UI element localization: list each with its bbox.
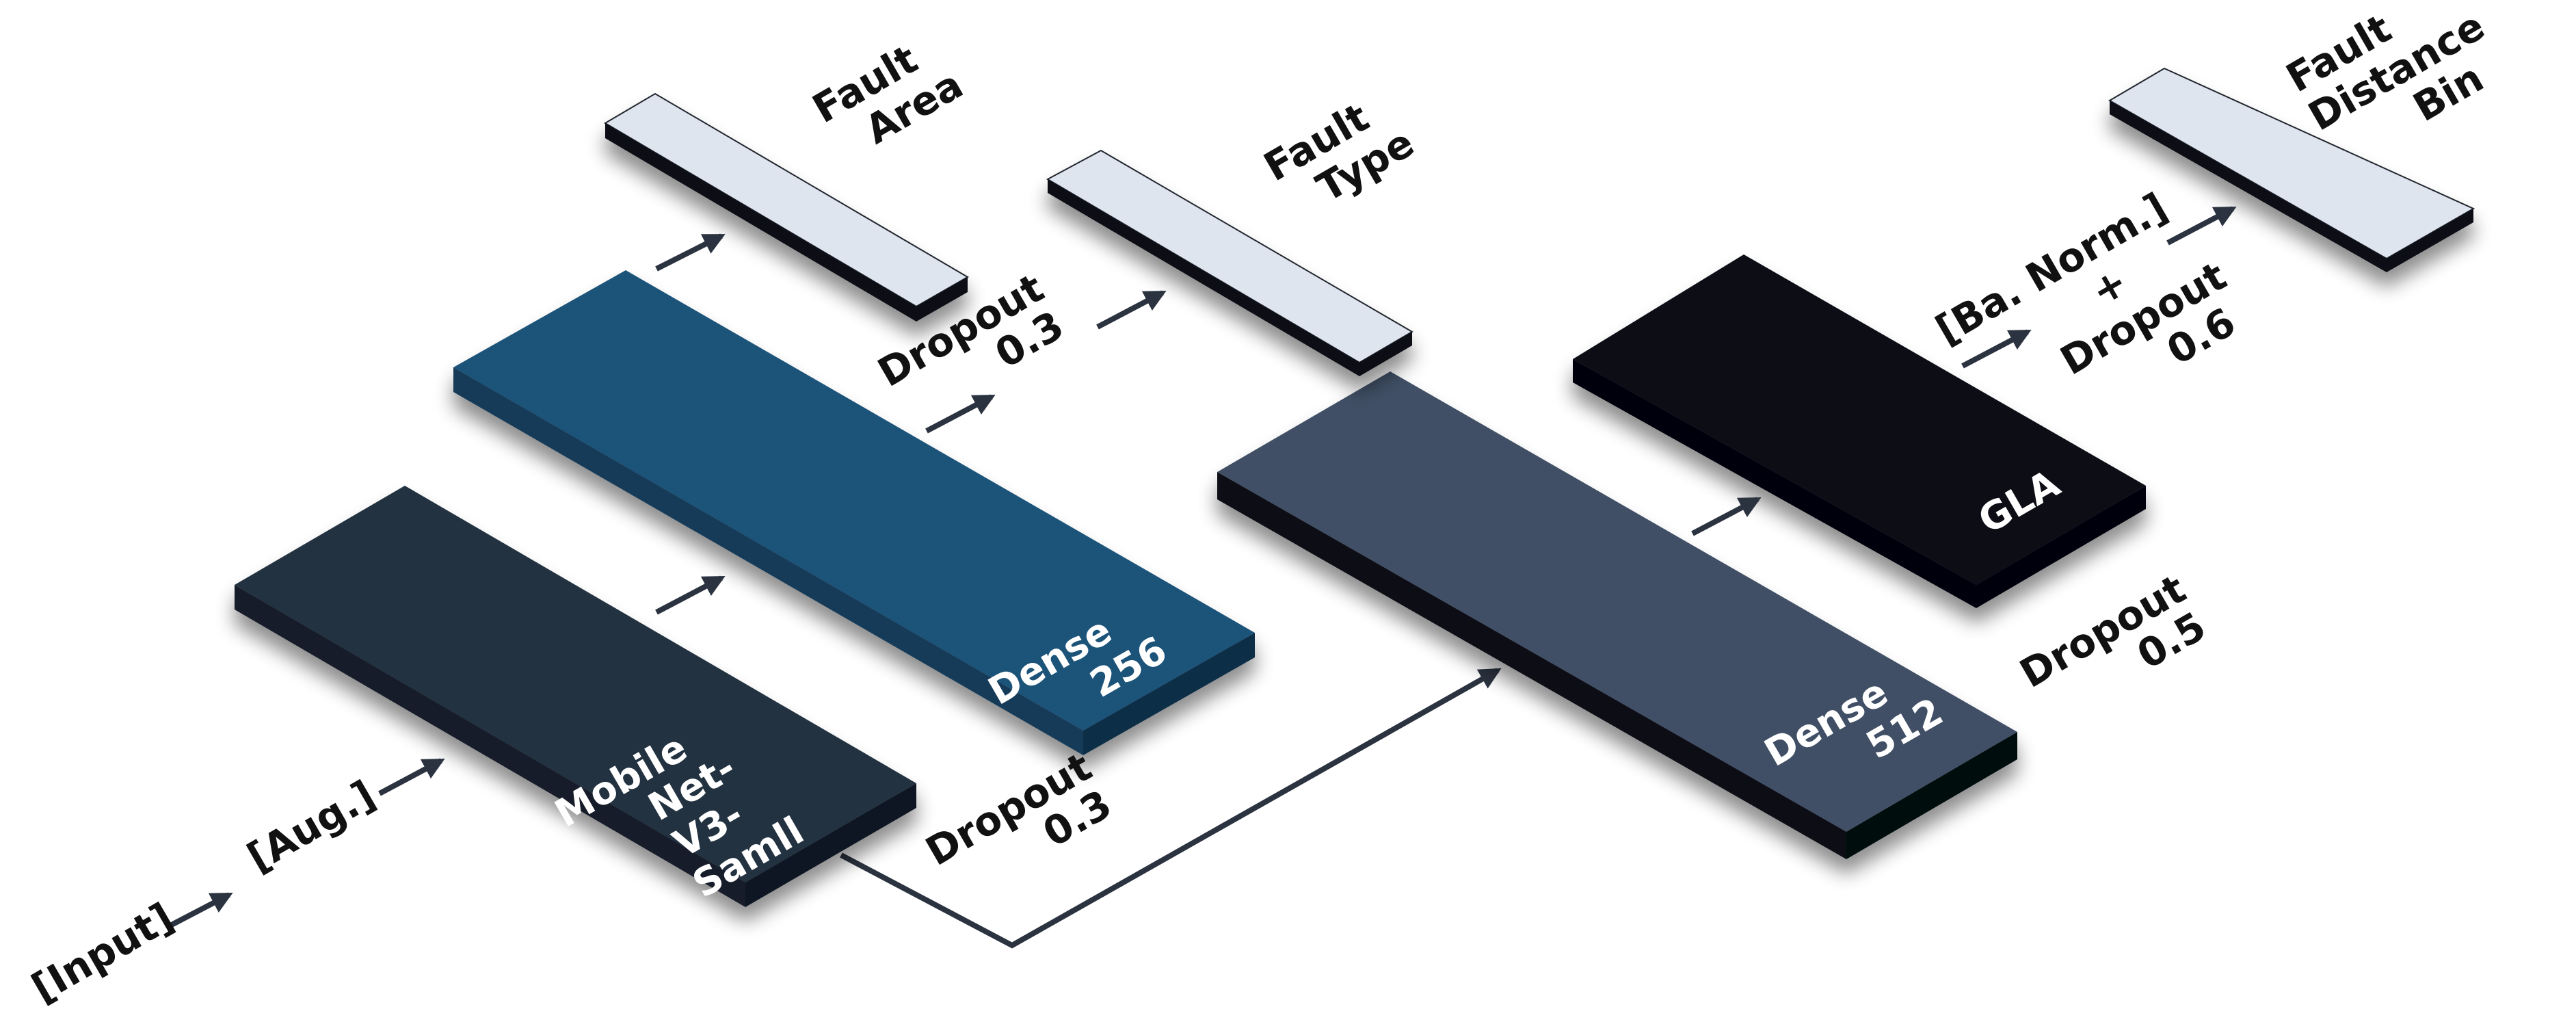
input-aug-arrow [166,892,233,930]
dense-512-block [1217,371,2017,859]
dense512-gla-arrow [1691,497,1762,536]
aug-label: [Aug.] [239,772,383,881]
dropout-type-arrow [1096,290,1167,330]
dense256-type-arrow [925,394,996,434]
backbone-dense256-arrow [655,575,726,615]
fault-type-block [1046,149,1413,376]
fault-area-block [604,92,969,322]
input-label: [Input] [24,894,181,1012]
gla-bn-arrow [1961,329,2032,369]
aug-backbone-arrow [378,758,445,796]
branch-connector [840,668,1502,949]
gla-block [1573,254,2146,608]
flow-arrows [166,206,2237,930]
fault-distance-block [2108,67,2475,272]
dense-256-block [453,270,1255,755]
backbone-block [235,486,916,907]
dense256-area-arrow [655,233,726,272]
bn-distance-arrow [2166,206,2237,246]
